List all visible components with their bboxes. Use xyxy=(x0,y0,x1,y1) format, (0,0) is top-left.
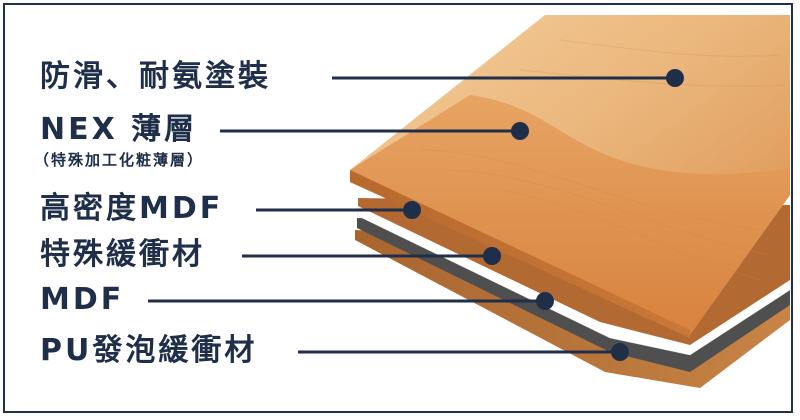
label-mdf: MDF xyxy=(40,282,125,317)
label-pu-foam-cushion: PU發泡緩衝材 xyxy=(40,333,258,368)
dot-nex xyxy=(511,122,529,140)
dot-pu xyxy=(611,343,629,361)
leader-dots xyxy=(403,69,684,361)
dot-hdf xyxy=(403,201,421,219)
wood-grain xyxy=(419,39,786,281)
leader-lines xyxy=(148,76,675,354)
dot-antislip xyxy=(666,69,684,87)
label-nex-layer: NEX 薄層 xyxy=(40,112,198,147)
dot-cushion xyxy=(483,247,501,265)
board-front-edge xyxy=(350,170,690,338)
label-antislip-coating: 防滑、耐氨塗裝 xyxy=(40,59,271,94)
label-special-cushion: 特殊緩衝材 xyxy=(40,237,205,272)
nex-layer xyxy=(350,95,790,335)
label-high-density-mdf: 高密度MDF xyxy=(40,191,224,226)
label-nex-sublabel: （特殊加工化粧薄層） xyxy=(34,151,205,169)
dot-mdf xyxy=(536,292,554,310)
diagram-border xyxy=(3,3,793,413)
